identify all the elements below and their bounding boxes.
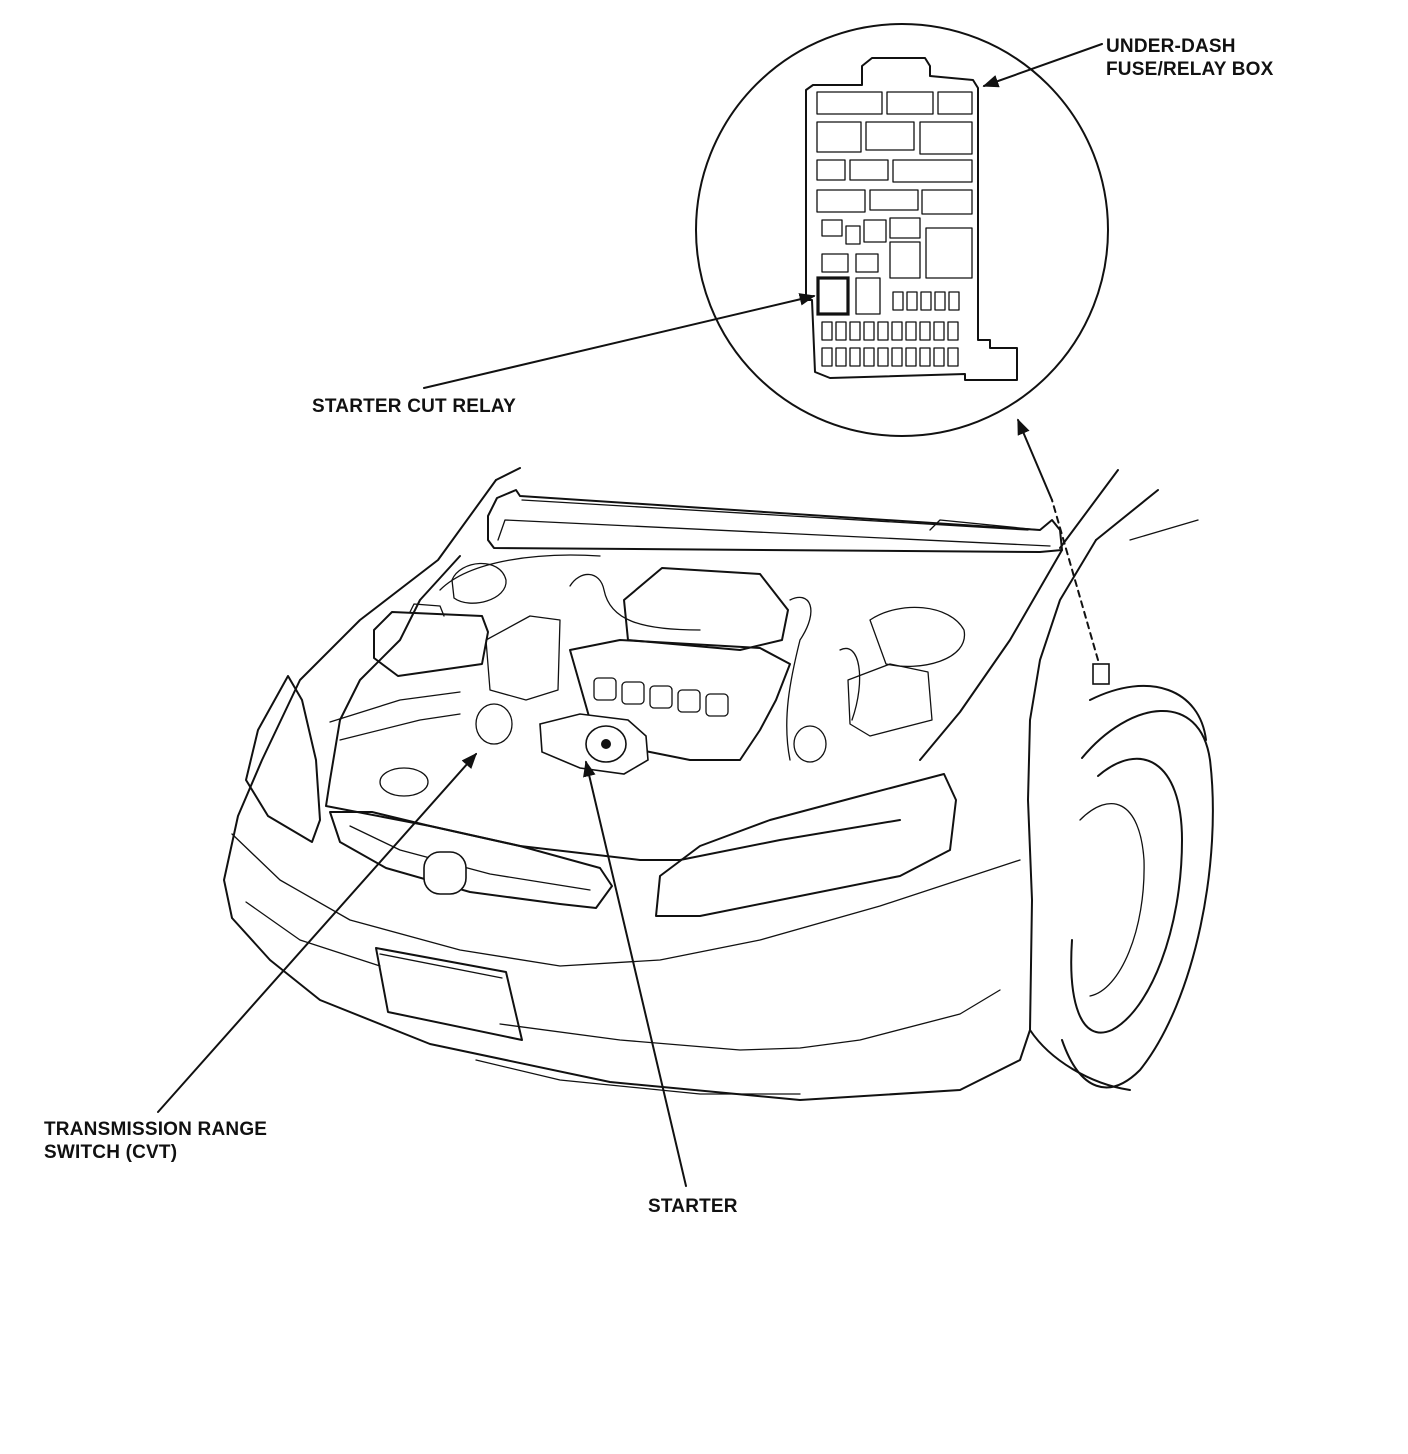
- car-illustration: [223, 467, 1214, 1101]
- leader-starter-cut-relay: [423, 293, 816, 389]
- transmission-label-line1: TRANSMISSION RANGE: [44, 1119, 268, 1140]
- transmission-label-line2: SWITCH (CVT): [44, 1142, 178, 1163]
- under-dash-fuse-relay-box-label: UNDER-DASH FUSE/RELAY BOX: [1106, 35, 1274, 81]
- open-hood: [487, 489, 1063, 553]
- front-grille: [329, 811, 613, 909]
- front-wheel: [1061, 710, 1214, 1089]
- leader-under-dash: [982, 43, 1103, 88]
- transmission-range-switch-label: TRANSMISSION RANGE SWITCH (CVT): [44, 1118, 267, 1164]
- right-headlight: [655, 773, 957, 917]
- left-headlight: [245, 675, 321, 843]
- leader-starter: [583, 760, 687, 1187]
- fuse-box-relays: [816, 91, 973, 315]
- leader-fuse-box-location-dashed: [1051, 499, 1099, 661]
- detail-circle: [695, 23, 1109, 437]
- fuse-box-outline: [805, 57, 1018, 381]
- fuse-box-detail: [695, 23, 1109, 437]
- leader-fuse-box-location: [1017, 418, 1053, 501]
- starter-motor: [539, 713, 649, 775]
- leader-transmission-switch: [157, 752, 478, 1113]
- starter-label: STARTER: [648, 1196, 738, 1217]
- engine-cover: [623, 567, 789, 651]
- starter-cut-relay-label: STARTER CUT RELAY: [312, 396, 516, 417]
- fuse-box-location-marker: [1092, 663, 1110, 685]
- under-dash-label-line1: UNDER-DASH: [1106, 36, 1236, 57]
- fuse-box-fuses: [821, 291, 960, 367]
- license-plate: [375, 947, 523, 1041]
- starter-cut-relay-highlight: [816, 276, 850, 316]
- battery: [373, 611, 489, 677]
- emblem: [423, 851, 467, 895]
- under-dash-label-line2: FUSE/RELAY BOX: [1106, 59, 1274, 80]
